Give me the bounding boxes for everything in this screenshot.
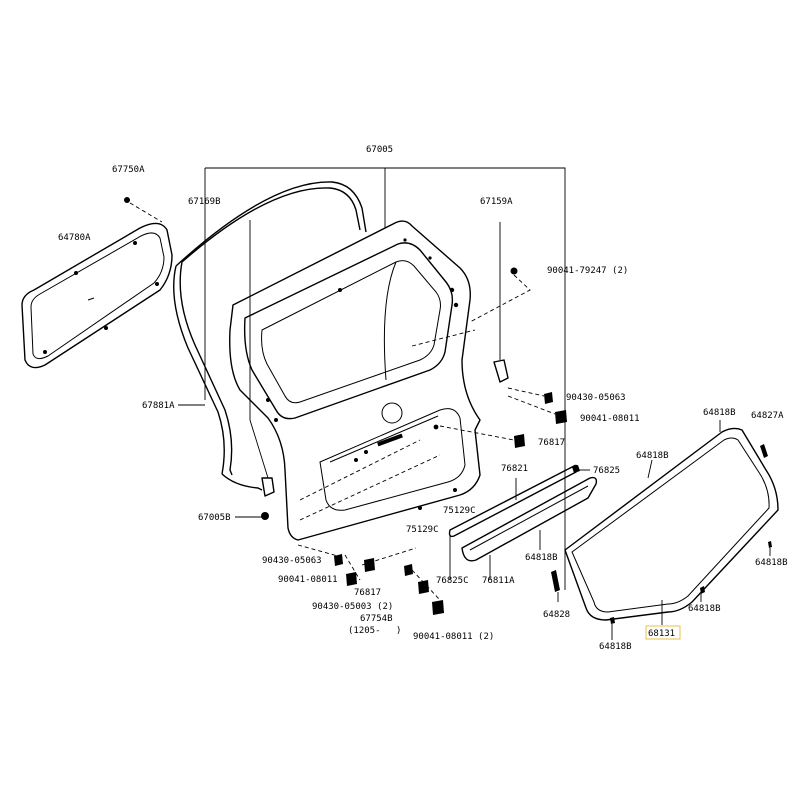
label-90041-79247: 90041-79247 (2) [547, 266, 628, 276]
label-76811a: 76811A [482, 576, 515, 586]
label-76821: 76821 [501, 464, 528, 474]
label-67005b: 67005B [198, 513, 231, 523]
label-64780a: 64780A [58, 233, 91, 243]
highlight-box-68131 [645, 625, 681, 640]
label-90430-05003: 90430-05003 (2) [312, 602, 393, 612]
label-64818b-top: 64818B [703, 408, 736, 418]
label-90041-08011-left: 90041-08011 [278, 575, 338, 585]
label-64818b-bottom-right: 64818B [688, 604, 721, 614]
clip-76817-left [364, 558, 375, 572]
label-67754b: 67754B [360, 614, 393, 624]
label-90430-05063-left: 90430-05063 [262, 556, 322, 566]
label-1205: (1205- [348, 626, 381, 636]
spacer-64827a [760, 444, 768, 458]
hinge-67169b [249, 220, 275, 497]
bolt-90041-08011-left [346, 572, 357, 586]
label-67881a: 67881A [142, 401, 175, 411]
back-glass-68131 [564, 427, 779, 621]
label-64818b-upper: 64818B [636, 451, 669, 461]
label-67159a: 67159A [480, 197, 513, 207]
bolt-90041-79247 [510, 267, 518, 275]
label-90041-08011-right: 90041-08011 [580, 414, 640, 424]
clip-76817-right [514, 434, 525, 448]
label-76817-left: 76817 [354, 588, 381, 598]
back-door-67005 [229, 220, 481, 541]
bolt-90430-05063-left [334, 554, 343, 566]
label-67005: 67005 [366, 145, 393, 155]
label-75129c-right: 75129C [443, 506, 476, 516]
label-90041-08011-pair: 90041-08011 (2) [413, 632, 494, 642]
label-75129c-left: 75129C [406, 525, 439, 535]
bolt-90041-08011-pair [432, 600, 444, 615]
bolt-90430-05063-right [544, 392, 553, 404]
label-64818b-mid-left: 64818B [525, 553, 558, 563]
clip-76825 [572, 465, 580, 473]
label-76825: 76825 [593, 466, 620, 476]
hinge-67159a [493, 222, 509, 383]
back-door-panel-64780a [21, 222, 173, 369]
label-64828: 64828 [543, 610, 570, 620]
label-1205-close: ) [396, 626, 401, 636]
bolt-90430-05003 [404, 564, 413, 576]
clip-67750a [124, 197, 130, 203]
label-64827a: 64827A [751, 411, 784, 421]
spoiler-76811a [461, 476, 598, 562]
clip-64828 [551, 570, 560, 592]
clip-67005b [261, 512, 269, 520]
label-64818b-right: 64818B [755, 558, 788, 568]
clip-67754b [418, 580, 429, 594]
bolt-90041-08011-right [555, 410, 567, 424]
label-76817-right: 76817 [538, 438, 565, 448]
label-68131: 68131 [648, 629, 675, 639]
label-76825c: 76825C [436, 576, 469, 586]
label-67750a: 67750A [112, 165, 145, 175]
label-90430-05063-right: 90430-05063 [566, 393, 626, 403]
weatherstrip-67881a [173, 181, 367, 491]
label-64818b-bottom: 64818B [599, 642, 632, 652]
label-67169b: 67169B [188, 197, 221, 207]
